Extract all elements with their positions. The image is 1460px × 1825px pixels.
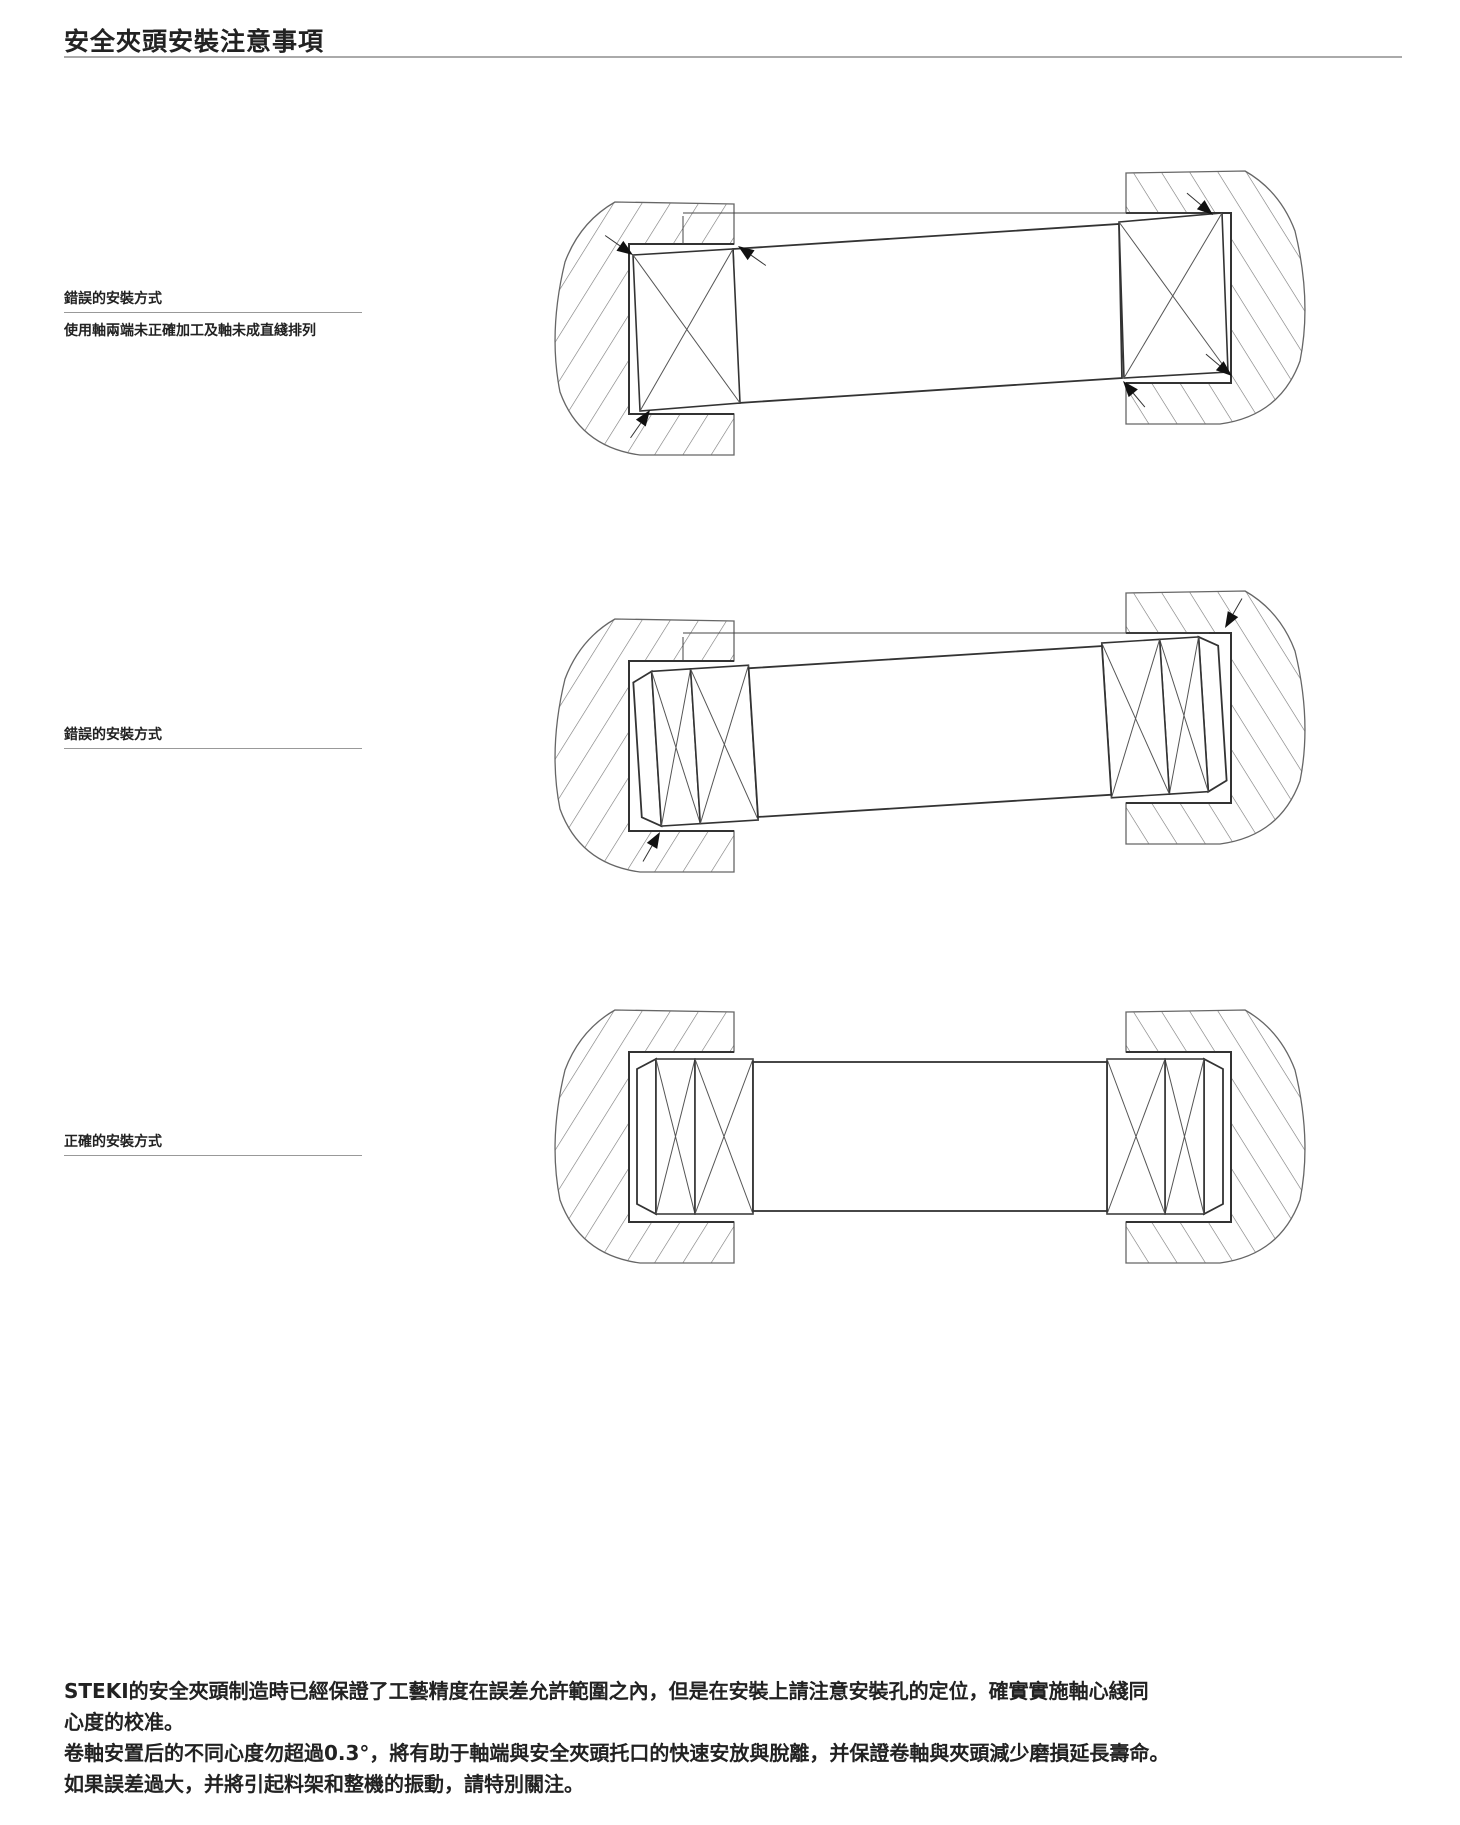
misalignment-arrow — [604, 235, 633, 255]
title-divider — [64, 56, 1402, 58]
shaft-tilted — [632, 635, 1228, 828]
paragraph-line: 如果誤差過大，并將引起料架和整機的振動，請特別關注。 — [64, 1772, 584, 1796]
case-2-divider — [64, 748, 362, 749]
case-1-note: 使用軸兩端未正確加工及軸未成直綫排列 — [64, 323, 316, 339]
arrow-line — [630, 422, 642, 439]
case-3-divider — [64, 1155, 362, 1156]
clamp-body — [554, 618, 735, 873]
clamp-body — [554, 201, 735, 456]
shaft-chamfer — [1203, 1057, 1224, 1216]
paragraph-line: 心度的校准。 — [64, 1710, 184, 1734]
page-title: 安全夾頭安裝注意事項 — [64, 27, 325, 56]
arrow-line — [642, 845, 653, 862]
clamp-body — [1125, 1009, 1306, 1264]
clamp-body — [1125, 170, 1306, 425]
arrowhead — [646, 832, 660, 849]
shaft-end — [632, 664, 760, 828]
arrowhead — [1123, 381, 1138, 398]
case-3-label: 正確的安裝方式 — [64, 1134, 162, 1150]
misalignment-arrow — [738, 246, 767, 266]
case-1-label: 錯誤的安裝方式 — [64, 291, 162, 307]
paragraph-line: STEKI的安全夾頭制造時已經保證了工藝精度在誤差允許範圍之內，但是在安裝上請注… — [64, 1679, 1149, 1703]
left-clamp — [554, 618, 735, 873]
case-2-label: 錯誤的安裝方式 — [64, 727, 162, 743]
shaft-body — [747, 645, 1113, 818]
misalignment-arrow — [1225, 598, 1243, 628]
bearing-block-cross — [639, 248, 734, 412]
misalignment-arrow — [642, 832, 660, 862]
left-clamp — [554, 1009, 735, 1264]
shaft-end — [1100, 635, 1228, 799]
misalignment-arrow — [1186, 192, 1213, 215]
clamp-body — [1125, 590, 1306, 845]
bearing-ring-cross — [655, 1058, 696, 1215]
arrowhead — [738, 246, 755, 261]
bearing-block-cross — [1118, 221, 1229, 373]
bearing-ring-cross — [1164, 1058, 1205, 1215]
arrow-line — [1132, 392, 1146, 408]
shaft-unmachined — [632, 212, 1229, 412]
arrow-line — [1186, 192, 1202, 206]
arrowhead — [635, 410, 650, 427]
clamp-body — [554, 1009, 735, 1264]
misalignment-arrow — [1205, 353, 1232, 376]
right-clamp — [1125, 1009, 1306, 1264]
bearing-ring-cross — [660, 668, 692, 827]
bearing-ring-cross — [1159, 639, 1209, 792]
arrowhead — [1196, 200, 1213, 215]
shaft-body — [732, 223, 1123, 404]
misalignment-arrow — [630, 410, 650, 439]
shaft-body — [752, 1061, 1108, 1212]
instructions-paragraph: STEKI的安全夾頭制造時已經保證了工藝精度在誤差允許範圍之內，但是在安裝上請注… — [64, 1676, 1169, 1800]
shaft-aligned — [636, 1057, 1224, 1216]
clamp-cavity-edge — [1126, 1051, 1232, 1223]
bearing-ring-cross — [1106, 1058, 1166, 1215]
clamp-cavity-edge — [628, 660, 734, 832]
bearing-block-cross — [1123, 212, 1223, 379]
arrow-line — [604, 235, 621, 247]
arrow-line — [1205, 353, 1221, 367]
shaft-end — [636, 1057, 754, 1216]
paragraph-line: 卷軸安置后的不同心度勿超過0.3°，將有助于軸端與安全夾頭托口的快速安放與脫離，… — [64, 1741, 1170, 1765]
shaft-chamfer — [636, 1057, 657, 1216]
bearing-ring-cross — [1101, 642, 1170, 795]
clamp-cavity-edge — [628, 243, 734, 415]
misalignment-arrow — [1123, 381, 1146, 408]
shaft-end — [1106, 1057, 1224, 1216]
clamp-cavity-edge — [628, 1051, 734, 1223]
arrow-line — [750, 254, 767, 266]
left-clamp — [554, 201, 735, 456]
arrowhead — [1215, 361, 1232, 376]
arrowhead — [1225, 611, 1239, 628]
case-1-divider — [64, 312, 362, 313]
bearing-ring-cross — [699, 665, 749, 824]
arrow-line — [1232, 598, 1243, 615]
arrowhead — [616, 240, 633, 255]
bearing-ring-cross — [694, 1058, 754, 1215]
